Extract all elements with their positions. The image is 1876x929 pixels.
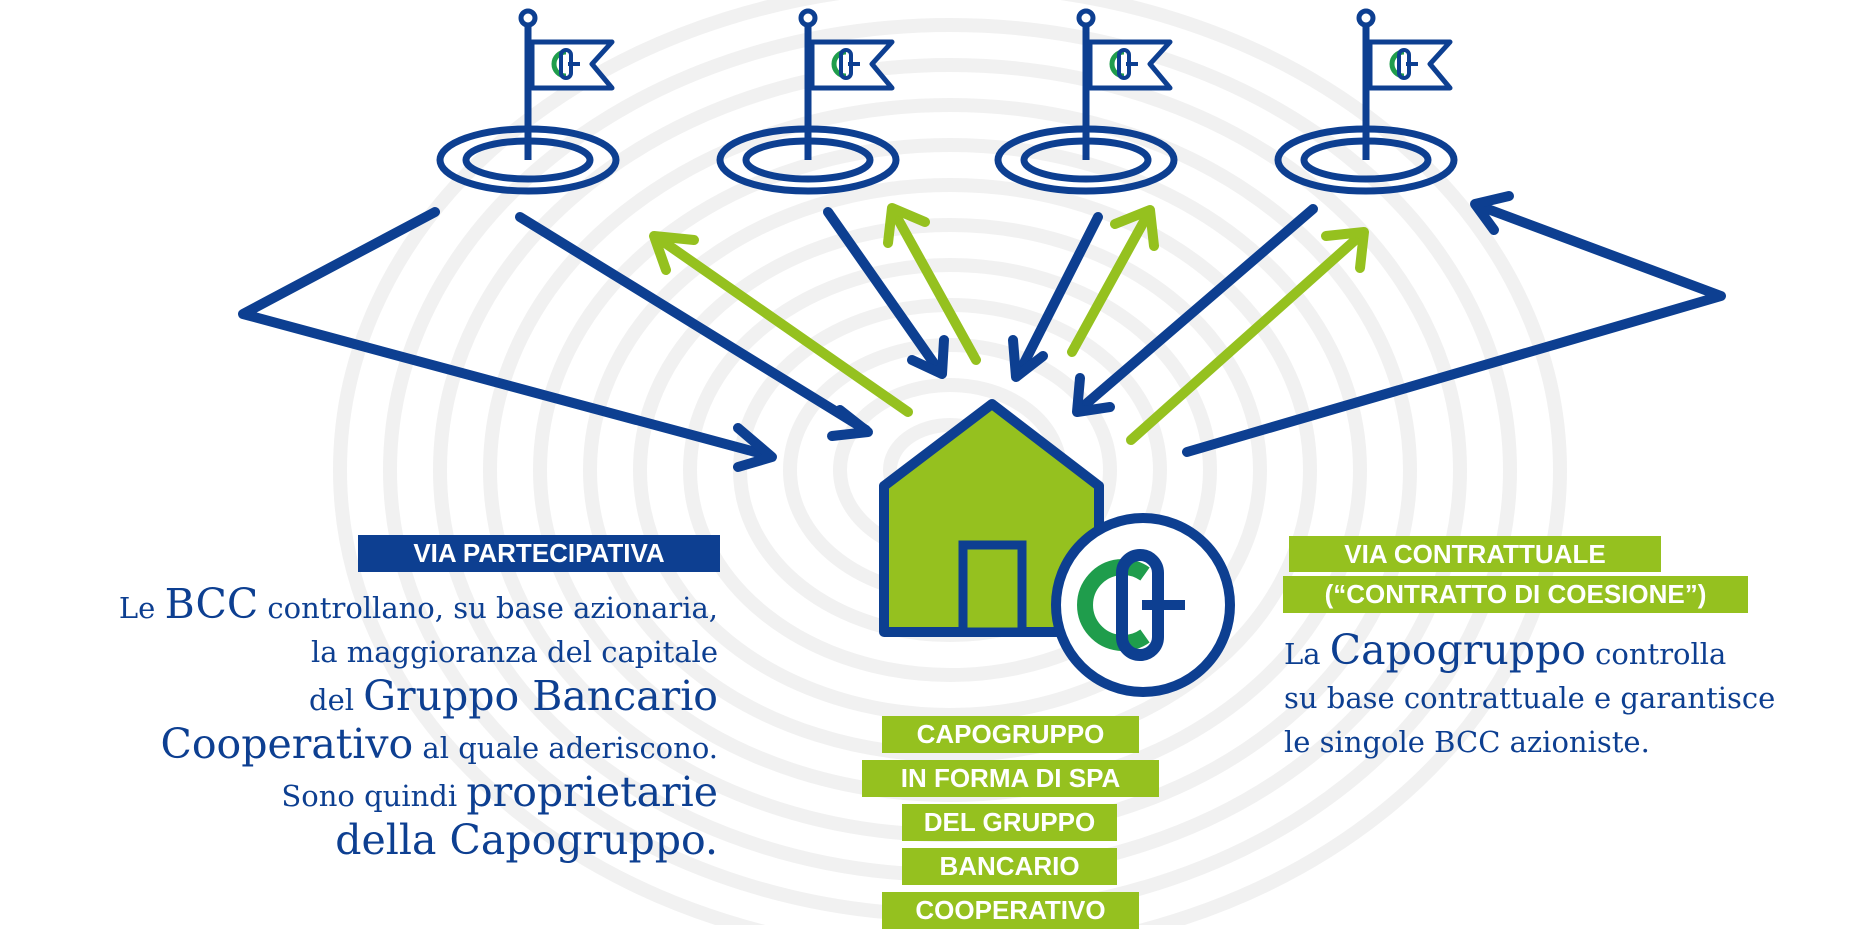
blue-arrow-left-outer	[238, 207, 775, 461]
blue-arrow-right-outer-head	[1470, 191, 1514, 235]
emphasis-text: Gruppo Bancario	[363, 672, 718, 720]
capogruppo-label-line: COOPERATIVO	[882, 892, 1139, 929]
green-arrow-4-head	[1321, 227, 1369, 273]
green-arrow-1-head	[649, 231, 699, 275]
blue-arrow-left-outer-head	[733, 423, 777, 472]
via-partecipativa-label: VIA PARTECIPATIVA	[358, 535, 720, 572]
flag-pin-2	[720, 11, 896, 191]
text-line: su base contrattuale e garantisce	[1284, 676, 1874, 720]
text-line: la maggioranza del capitale	[10, 630, 718, 674]
contratto-coesione-label: (“CONTRATTO DI COESIONE”)	[1283, 576, 1748, 613]
emphasis-text: della Capogruppo.	[335, 816, 718, 864]
blue-arrow-4	[1074, 204, 1318, 415]
text-line: Sono quindi proprietarie	[10, 770, 718, 818]
blue-arrow-2-head	[907, 335, 949, 379]
house-icon	[879, 399, 1104, 637]
green-arrow-4	[1126, 229, 1367, 445]
body-text: su base contrattuale e garantisce	[1284, 681, 1776, 715]
emphasis-text: proprietarie	[466, 768, 718, 816]
body-text: le singole BCC azioniste.	[1284, 725, 1650, 759]
cc-logo-icon	[1051, 513, 1235, 697]
blue-arrow-3-head	[1008, 335, 1048, 382]
green-arrow-2	[889, 207, 981, 365]
body-text: controllano, su base azionaria,	[258, 591, 718, 625]
via-contrattuale-label: VIA CONTRATTUALE	[1289, 536, 1661, 572]
flag-pin-3	[998, 11, 1174, 191]
green-arrow-2-head	[883, 203, 930, 248]
body-text: La	[1284, 637, 1330, 671]
body-text: Sono quindi	[281, 779, 467, 813]
capogruppo-label-line: DEL GRUPPO	[902, 804, 1117, 841]
capogruppo-label-line: BANCARIO	[902, 848, 1117, 885]
blue-arrow-4-head	[1072, 373, 1115, 417]
blue-arrow-3	[1013, 212, 1103, 380]
text-line: Cooperativo al quale aderiscono.	[10, 722, 718, 770]
emphasis-text: Cooperativo	[160, 720, 414, 768]
body-text: la maggioranza del capitale	[310, 635, 718, 669]
blue-arrow-2	[823, 207, 945, 377]
body-text: al quale aderiscono.	[413, 731, 718, 765]
text-line: della Capogruppo.	[10, 818, 718, 866]
emphasis-text: Capogruppo	[1329, 626, 1586, 674]
text-line: Le BCC controllano, su base azionaria,	[10, 582, 718, 630]
text-line: del Gruppo Bancario	[10, 674, 718, 722]
capogruppo-label-line: IN FORMA DI SPA	[862, 760, 1159, 797]
body-text: controlla	[1585, 637, 1727, 671]
flag-pin-4	[1278, 11, 1454, 191]
emphasis-text: BCC	[164, 580, 259, 628]
body-text: del	[309, 683, 364, 717]
body-text: Le	[118, 591, 165, 625]
left-description: Le BCC controllano, su base azionaria, la…	[10, 582, 718, 866]
green-arrow-3-head	[1110, 205, 1159, 251]
text-line: le singole BCC azioniste.	[1284, 720, 1874, 764]
blue-arrow-1	[515, 212, 871, 435]
capogruppo-label-line: CAPOGRUPPO	[882, 716, 1139, 753]
text-line: La Capogruppo controlla	[1284, 628, 1874, 676]
blue-arrow-1-head	[827, 405, 873, 441]
green-arrow-3	[1067, 209, 1153, 357]
green-arrow-1	[653, 233, 913, 417]
blue-arrow-right-outer	[1182, 200, 1726, 457]
right-description: La Capogruppo controlla su base contrattu…	[1284, 628, 1874, 764]
flag-pin-1	[440, 11, 616, 191]
